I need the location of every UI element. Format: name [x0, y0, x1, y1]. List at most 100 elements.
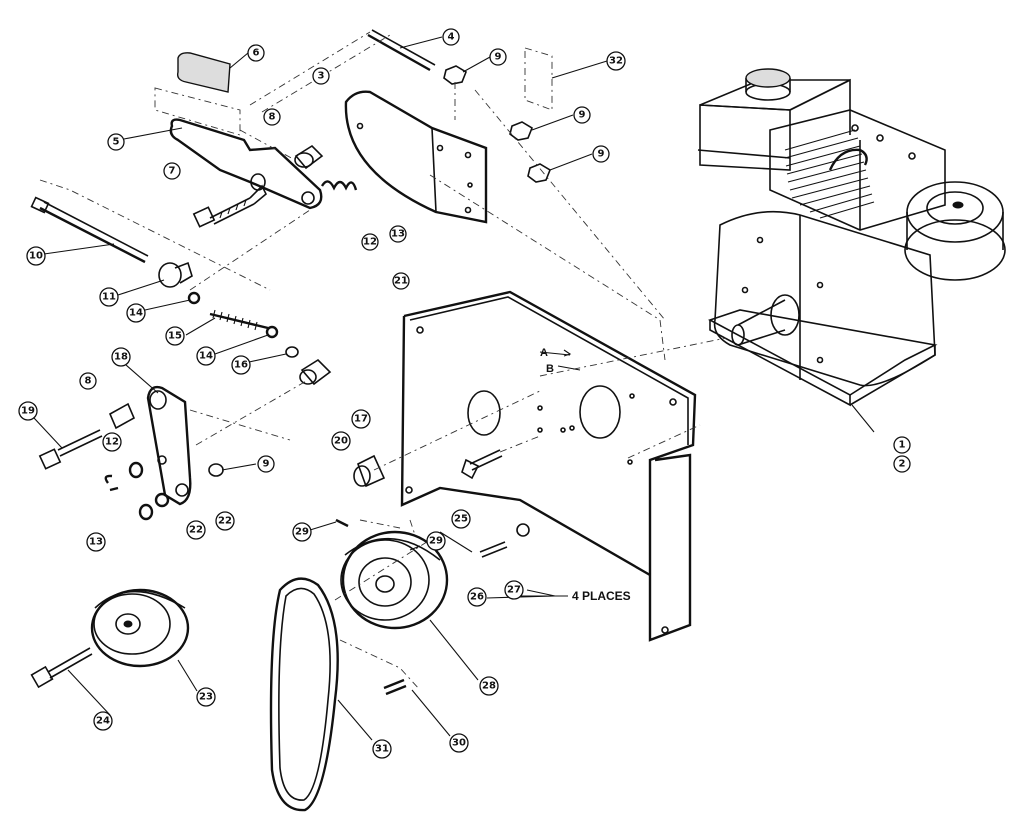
- svg-text:14: 14: [199, 351, 213, 362]
- svg-text:11: 11: [102, 292, 116, 303]
- callout-27: 27: [504, 580, 524, 600]
- v-belt: [269, 577, 339, 812]
- callout-22: 22: [186, 520, 206, 540]
- callout-5: 5: [107, 133, 125, 151]
- four-places-note: 4 PLACES: [572, 589, 631, 603]
- cooling-fins-icon: [784, 129, 875, 230]
- callout-20: 20: [331, 431, 351, 451]
- svg-text:21: 21: [394, 276, 408, 287]
- svg-text:8: 8: [85, 376, 92, 387]
- roller-icon: [353, 454, 386, 488]
- mounting-plate: [400, 290, 697, 642]
- svg-text:5: 5: [113, 137, 120, 148]
- pin-icon: [367, 29, 436, 72]
- svg-text:12: 12: [363, 237, 377, 248]
- svg-text:30: 30: [452, 738, 466, 749]
- svg-text:14: 14: [129, 308, 143, 319]
- lever-arm: [169, 118, 323, 210]
- svg-text:28: 28: [482, 681, 496, 692]
- callout-31: 31: [372, 739, 392, 759]
- callout-2: 2: [893, 455, 911, 473]
- callout-4: 4: [442, 28, 460, 46]
- callout-12: 12: [361, 233, 379, 251]
- threaded-rod-icon: [30, 179, 271, 291]
- callout-8: 8: [263, 108, 281, 126]
- svg-text:10: 10: [29, 251, 43, 262]
- pulley-bolt-icon: [30, 647, 93, 689]
- set-screw-icon: [479, 523, 530, 558]
- callout-12: 12: [102, 432, 122, 452]
- svg-text:23: 23: [199, 692, 213, 703]
- svg-text:29: 29: [429, 536, 443, 547]
- svg-text:9: 9: [495, 52, 502, 63]
- engine-assembly: [697, 68, 1006, 407]
- crankshaft-icon: [731, 294, 800, 346]
- idler-pulley: [90, 588, 190, 668]
- svg-text:8: 8: [269, 112, 276, 123]
- idler-arm: [146, 385, 192, 506]
- callout-24: 24: [93, 711, 113, 731]
- callout-28: 28: [479, 676, 499, 696]
- svg-text:13: 13: [391, 229, 405, 240]
- svg-text:9: 9: [263, 459, 270, 470]
- callout-9: 9: [573, 106, 591, 124]
- svg-text:32: 32: [609, 56, 623, 67]
- callout-19: 19: [18, 401, 38, 421]
- callout-7: 7: [163, 162, 181, 180]
- cap-nut-icon: [158, 261, 193, 288]
- point-a-label: A: [540, 347, 548, 359]
- svg-text:6: 6: [253, 48, 260, 59]
- svg-text:7: 7: [169, 166, 176, 177]
- threaded-stud-icon: [209, 309, 269, 331]
- svg-text:15: 15: [168, 331, 182, 342]
- svg-text:26: 26: [470, 592, 484, 603]
- callout-13: 13: [86, 532, 106, 552]
- idler-bolt-icon: [38, 429, 103, 470]
- svg-text:31: 31: [375, 744, 389, 755]
- fuel-cap-icon: [745, 68, 791, 101]
- callout-6: 6: [247, 44, 265, 62]
- callout-11: 11: [99, 287, 119, 307]
- callout-30: 30: [449, 733, 469, 753]
- callout-14: 14: [126, 303, 146, 323]
- callout-8: 8: [79, 372, 97, 390]
- carriage-bolt-icon: [461, 449, 503, 480]
- callout-21: 21: [392, 272, 410, 290]
- callout-29: 29: [292, 522, 312, 542]
- callout-26: 26: [467, 587, 487, 607]
- svg-text:22: 22: [218, 516, 232, 527]
- bolt-icon: [192, 184, 267, 228]
- callout-9: 9: [592, 145, 610, 163]
- callout-25: 25: [451, 509, 471, 529]
- callout-16: 16: [231, 355, 251, 375]
- callout-14: 14: [196, 346, 216, 366]
- svg-text:1: 1: [899, 440, 906, 451]
- pad-part: [176, 52, 231, 93]
- drive-pulley: [340, 530, 449, 630]
- svg-text:25: 25: [454, 514, 468, 525]
- callout-32: 32: [606, 51, 626, 71]
- svg-text:27: 27: [507, 585, 521, 596]
- nut-icon: [443, 65, 551, 183]
- svg-text:18: 18: [114, 352, 128, 363]
- svg-text:3: 3: [318, 71, 325, 82]
- spring-icon: [320, 180, 358, 191]
- callout-18: 18: [111, 347, 131, 367]
- svg-text:13: 13: [89, 537, 103, 548]
- air-cleaner-icon: [904, 181, 1006, 281]
- callout-15: 15: [165, 326, 185, 346]
- svg-text:12: 12: [105, 437, 119, 448]
- callout-22: 22: [215, 511, 235, 531]
- callout-29: 29: [426, 531, 446, 551]
- svg-text:9: 9: [598, 149, 605, 160]
- callout-9: 9: [257, 455, 275, 473]
- svg-text:4: 4: [448, 32, 455, 43]
- spacer-icon: [299, 358, 332, 386]
- svg-text:16: 16: [234, 360, 248, 371]
- svg-text:20: 20: [334, 436, 348, 447]
- callout-17: 17: [351, 409, 371, 429]
- callout-10: 10: [26, 246, 46, 266]
- callout-23: 23: [196, 687, 216, 707]
